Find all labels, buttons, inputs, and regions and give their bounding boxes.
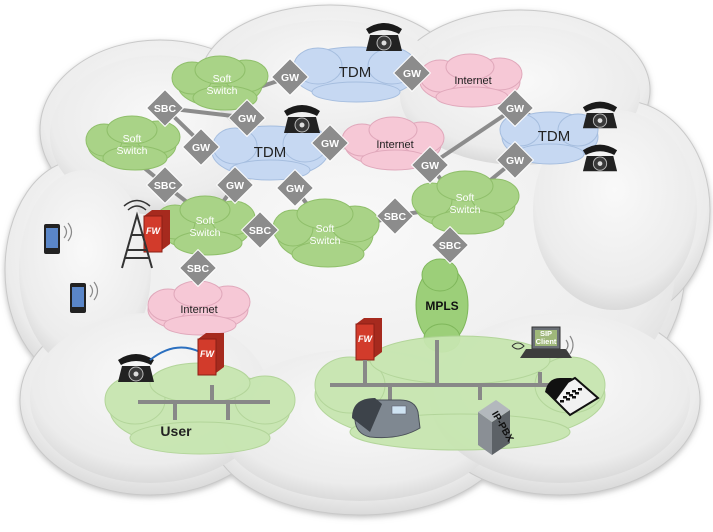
internet-cloud-3 bbox=[147, 280, 251, 336]
gw-node: GW bbox=[495, 88, 535, 128]
phone-icon bbox=[582, 144, 618, 172]
user-cloud bbox=[104, 362, 296, 455]
soft-switch-cloud-5 bbox=[411, 170, 520, 235]
gw-node-label: GW bbox=[192, 142, 210, 154]
gw-node-label: GW bbox=[321, 138, 339, 150]
sbc-node: SBC bbox=[375, 196, 415, 236]
internet-cloud-2 bbox=[341, 116, 445, 171]
tdm-label: TDM bbox=[538, 128, 571, 145]
sbc-node: SBC bbox=[178, 248, 218, 288]
internet-label: Internet bbox=[454, 75, 491, 87]
gw-node-label: GW bbox=[281, 72, 299, 84]
desk-phone-icon bbox=[545, 376, 600, 417]
server-icon: IP-PBX bbox=[478, 400, 515, 455]
lan-bus bbox=[138, 340, 575, 420]
phone-icon bbox=[366, 23, 402, 51]
sbc-node-label: SBC bbox=[384, 211, 407, 223]
sbc-node-label: SBC bbox=[439, 240, 462, 252]
gw-node-label: GW bbox=[506, 103, 524, 115]
gw-node-label: GW bbox=[238, 113, 256, 125]
sbc-node-shape bbox=[145, 88, 185, 128]
sbc-node-label: SBC bbox=[187, 263, 210, 275]
gw-node-shape bbox=[275, 168, 315, 208]
sbc-node-shape bbox=[240, 210, 280, 250]
sbc-node-label: SBC bbox=[154, 180, 177, 192]
gw-node: GW bbox=[181, 127, 221, 167]
phone-cord bbox=[149, 346, 201, 361]
soft-switch-cloud-1 bbox=[171, 55, 269, 111]
gw-node-shape bbox=[495, 140, 535, 180]
tdm-label: TDM bbox=[254, 144, 287, 161]
mobile-phone-icon bbox=[70, 281, 99, 313]
gw-node: GW bbox=[495, 140, 535, 180]
gw-node-shape bbox=[310, 123, 350, 163]
tdm-label: TDM bbox=[339, 64, 372, 81]
internet-cloud-1 bbox=[419, 53, 523, 108]
sbc-node-shape bbox=[178, 248, 218, 288]
sbc-node-shape bbox=[145, 165, 185, 205]
gw-node-shape bbox=[392, 53, 432, 93]
firewall-icon: FW bbox=[355, 318, 382, 361]
internet-label: Internet bbox=[376, 139, 413, 151]
gw-node: GW bbox=[270, 57, 310, 97]
sbc-node: SBC bbox=[145, 165, 185, 205]
soft-switch-cloud-2 bbox=[85, 115, 181, 171]
user-label: User bbox=[160, 423, 192, 439]
gw-node-label: GW bbox=[226, 180, 244, 192]
phone-icon bbox=[284, 105, 320, 133]
sbc-node: SBC bbox=[145, 88, 185, 128]
firewall-label: FW bbox=[146, 226, 161, 236]
firewall-label: FW bbox=[358, 334, 373, 344]
sbc-node-label: SBC bbox=[249, 225, 272, 237]
internet-label: Internet bbox=[180, 304, 217, 316]
soft-switch-cloud-3 bbox=[154, 195, 256, 256]
gw-node: GW bbox=[392, 53, 432, 93]
gw-node: GW bbox=[275, 168, 315, 208]
sbc-node-shape bbox=[375, 196, 415, 236]
firewall-icon: FW bbox=[197, 333, 224, 376]
gw-node-shape bbox=[215, 165, 255, 205]
gw-node: GW bbox=[410, 145, 450, 185]
gw-node-shape bbox=[270, 57, 310, 97]
phone-icon bbox=[118, 354, 154, 382]
mpls-label: MPLS bbox=[425, 299, 458, 313]
gw-node-label: GW bbox=[421, 160, 439, 172]
sbc-node: SBC bbox=[240, 210, 280, 250]
soft-switch-cloud-4 bbox=[272, 198, 380, 268]
radio-tower-icon bbox=[121, 199, 153, 269]
sbc-node-shape bbox=[430, 225, 470, 265]
gw-node-label: GW bbox=[506, 155, 524, 167]
gw-node-shape bbox=[181, 127, 221, 167]
phone-icon bbox=[582, 101, 618, 129]
gw-node-label: GW bbox=[403, 68, 421, 80]
gw-node: GW bbox=[215, 165, 255, 205]
gw-node-shape bbox=[227, 98, 267, 138]
firewall-icon: FW bbox=[143, 210, 170, 253]
gw-node: GW bbox=[227, 98, 267, 138]
gw-node-shape bbox=[410, 145, 450, 185]
mobile-phone-icon bbox=[44, 222, 73, 254]
gw-node: GW bbox=[310, 123, 350, 163]
firewall-label: FW bbox=[200, 349, 215, 359]
ip-phone-icon bbox=[352, 398, 421, 439]
sbc-node: SBC bbox=[430, 225, 470, 265]
sbc-node-label: SBC bbox=[154, 103, 177, 115]
gw-node-label: GW bbox=[286, 183, 304, 195]
gw-node-shape bbox=[495, 88, 535, 128]
